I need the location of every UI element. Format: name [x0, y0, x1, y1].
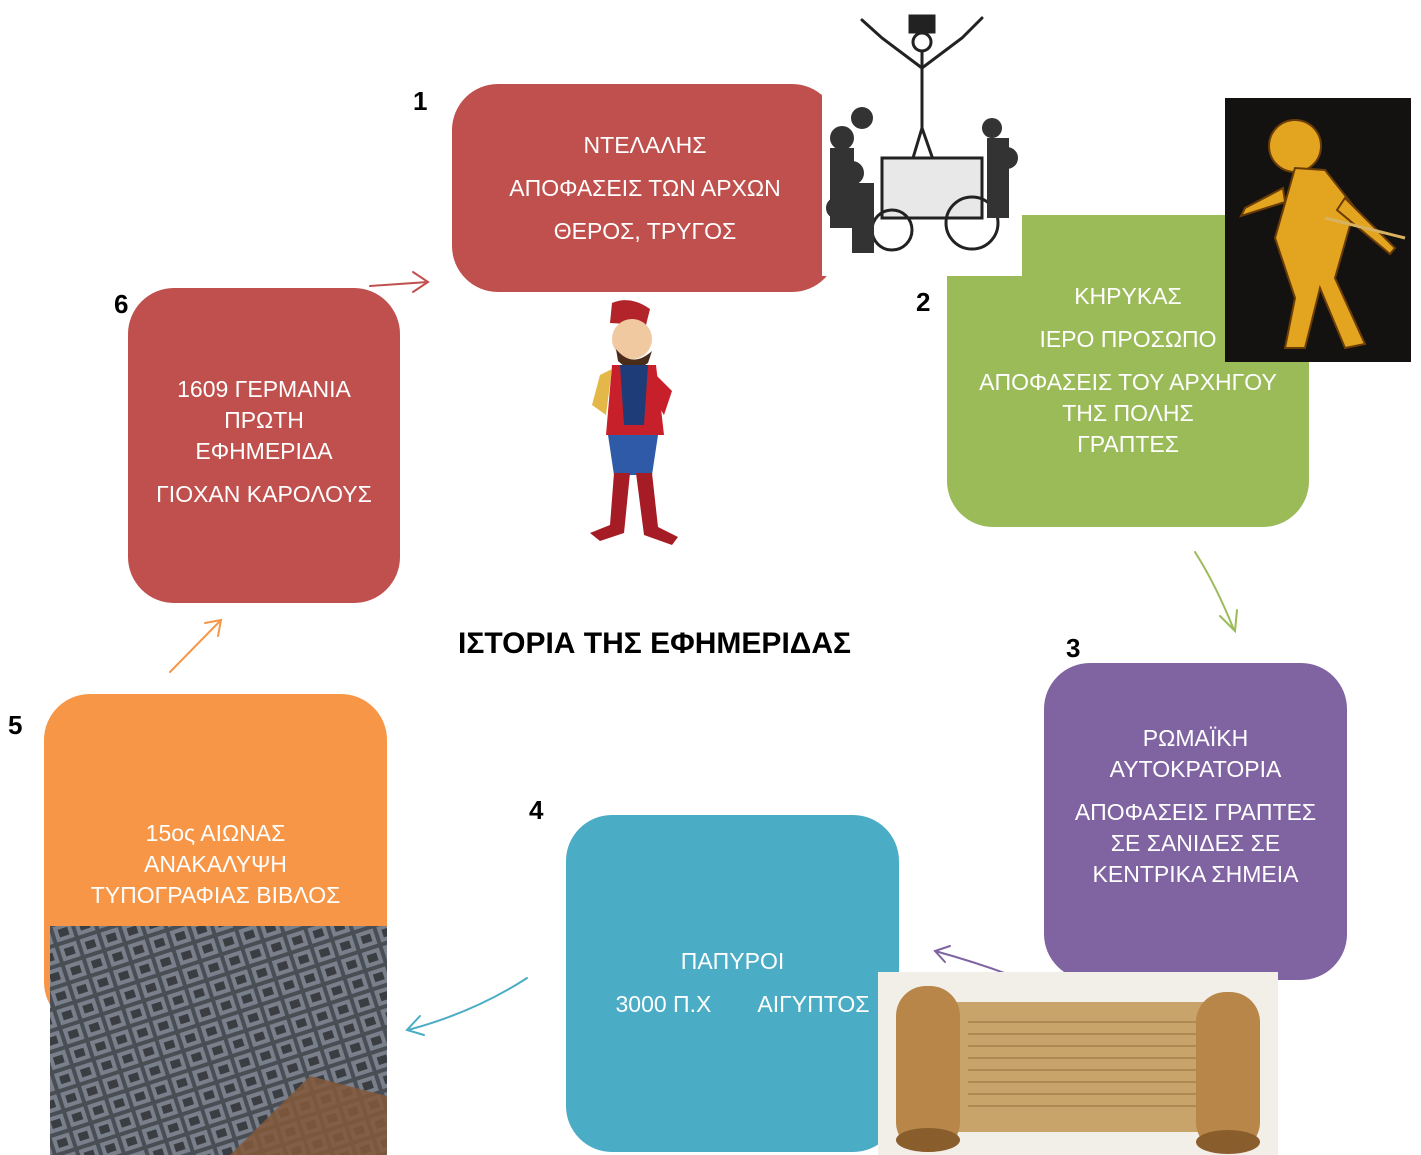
arrow-3-to-4-head: [933, 945, 951, 963]
step-1-number: 1: [413, 86, 428, 116]
type-blocks-drawing: [50, 926, 387, 1155]
arrow-2-to-3-head: [1219, 609, 1238, 634]
arrow-5-to-6-head: [204, 618, 223, 637]
step-6-line-4: ΓΙΟΧΑΝ ΚΑΡΟΛΟΥΣ: [156, 480, 372, 507]
arrow-5-to-6: [169, 619, 222, 673]
arrow-6-to-1: [369, 281, 429, 287]
step-3-line-2: ΑΥΤΟΚΡΑΤΟΡΙΑ: [1109, 756, 1282, 782]
step-5-line-3: ΤΥΠΟΓΡΑΦΙΑΣ ΒΙΒΛΟΣ: [90, 882, 341, 908]
step-6-line-1: 1609 ΓΕΡΜΑΝΙΑ: [177, 375, 351, 402]
step-6-number: 6: [114, 289, 129, 319]
karagiozis-shadow-puppet-figure: [560, 295, 705, 550]
step-2-line-3: ΑΠΟΦΑΣΕΙΣ ΤΟΥ ΑΡΧΗΓΟΥ: [979, 369, 1277, 395]
step-6-line-3: ΕΦΗΜΕΡΙΔΑ: [195, 437, 333, 464]
step-6-box: 1609 ΓΕΡΜΑΝΙΑ ΠΡΩΤΗ ΕΦΗΜΕΡΙΔΑ ΓΙΟΧΑΝ ΚΑΡ…: [128, 288, 400, 603]
diagram-title: ΙΣΤΟΡΙΑ ΤΗΣ ΕΦΗΜΕΡΙΔΑΣ: [458, 627, 852, 660]
crowd-cartoon-illustration: [822, 8, 1022, 276]
step-3-line-3: ΑΠΟΦΑΣΕΙΣ ΓΡΑΠΤΕΣ: [1074, 799, 1317, 825]
step-2-number: 2: [916, 287, 931, 317]
step-1-line-2: ΑΠΟΦΑΣΕΙΣ ΤΩΝ ΑΡΧΩΝ: [509, 174, 781, 201]
step-3-line-5: ΚΕΝΤΡΙΚΑ ΣΗΜΕΙΑ: [1092, 861, 1299, 887]
step-4-number: 4: [529, 795, 544, 825]
crowd-cartoon-drawing: [826, 14, 1018, 253]
papyrus-scroll-drawing: [896, 986, 1260, 1154]
step-1-box: ΝΤΕΛΑΛΗΣ ΑΠΟΦΑΣΕΙΣ ΤΩΝ ΑΡΧΩΝ ΘΕΡΟΣ, ΤΡΥΓ…: [452, 84, 838, 292]
step-2-line-1: ΚΗΡΥΚΑΣ: [1074, 283, 1182, 309]
hermes-drawing: [1239, 119, 1406, 350]
step-5-number: 5: [8, 710, 23, 740]
step-4-date: 3000 Π.Χ: [615, 991, 712, 1017]
printing-type-blocks-photo: [50, 926, 387, 1155]
arrow-2-to-3: [1194, 551, 1235, 631]
step-1-line-1: ΝΤΕΛΑΛΗΣ: [583, 131, 707, 158]
step-4-line-2: 3000 Π.Χ ΑΙΓΥΠΤΟΣ: [616, 989, 870, 1020]
arrow-6-to-1-head: [412, 271, 430, 293]
arrow-4-to-5: [407, 977, 528, 1031]
hermes-vase-figure: [1225, 98, 1411, 362]
step-2-line-4: ΤΗΣ ΠΟΛΗΣ: [1062, 400, 1194, 426]
arrow-4-to-5-head: [405, 1015, 425, 1036]
step-4-box: ΠΑΠΥΡΟΙ 3000 Π.Χ ΑΙΓΥΠΤΟΣ: [566, 815, 899, 1152]
step-5-line-2: ΑΝΑΚΑΛΥΨΗ: [144, 851, 287, 877]
step-4-line-1: ΠΑΠΥΡΟΙ: [680, 948, 785, 974]
shadow-puppet-drawing: [590, 300, 678, 545]
step-4-place: ΑΙΓΥΠΤΟΣ: [757, 991, 870, 1017]
step-2-line-5: ΓΡΑΠΤΕΣ: [1077, 431, 1179, 457]
step-6-line-2: ΠΡΩΤΗ: [224, 406, 304, 433]
step-3-number: 3: [1066, 633, 1081, 663]
step-5-line-1: 15ος ΑΙΩΝΑΣ: [145, 820, 286, 846]
step-3-box: ΡΩΜΑΪΚΗ ΑΥΤΟΚΡΑΤΟΡΙΑ ΑΠΟΦΑΣΕΙΣ ΓΡΑΠΤΕΣ Σ…: [1044, 663, 1347, 980]
step-3-line-4: ΣΕ ΣΑΝΙΔΕΣ ΣΕ: [1110, 830, 1281, 856]
step-1-line-3: ΘΕΡΟΣ, ΤΡΥΓΟΣ: [553, 217, 737, 244]
step-2-line-2: ΙΕΡΟ ΠΡΟΣΩΠΟ: [1039, 326, 1217, 352]
papyrus-scroll-photo: [878, 972, 1278, 1155]
step-3-line-1: ΡΩΜΑΪΚΗ: [1142, 725, 1249, 751]
